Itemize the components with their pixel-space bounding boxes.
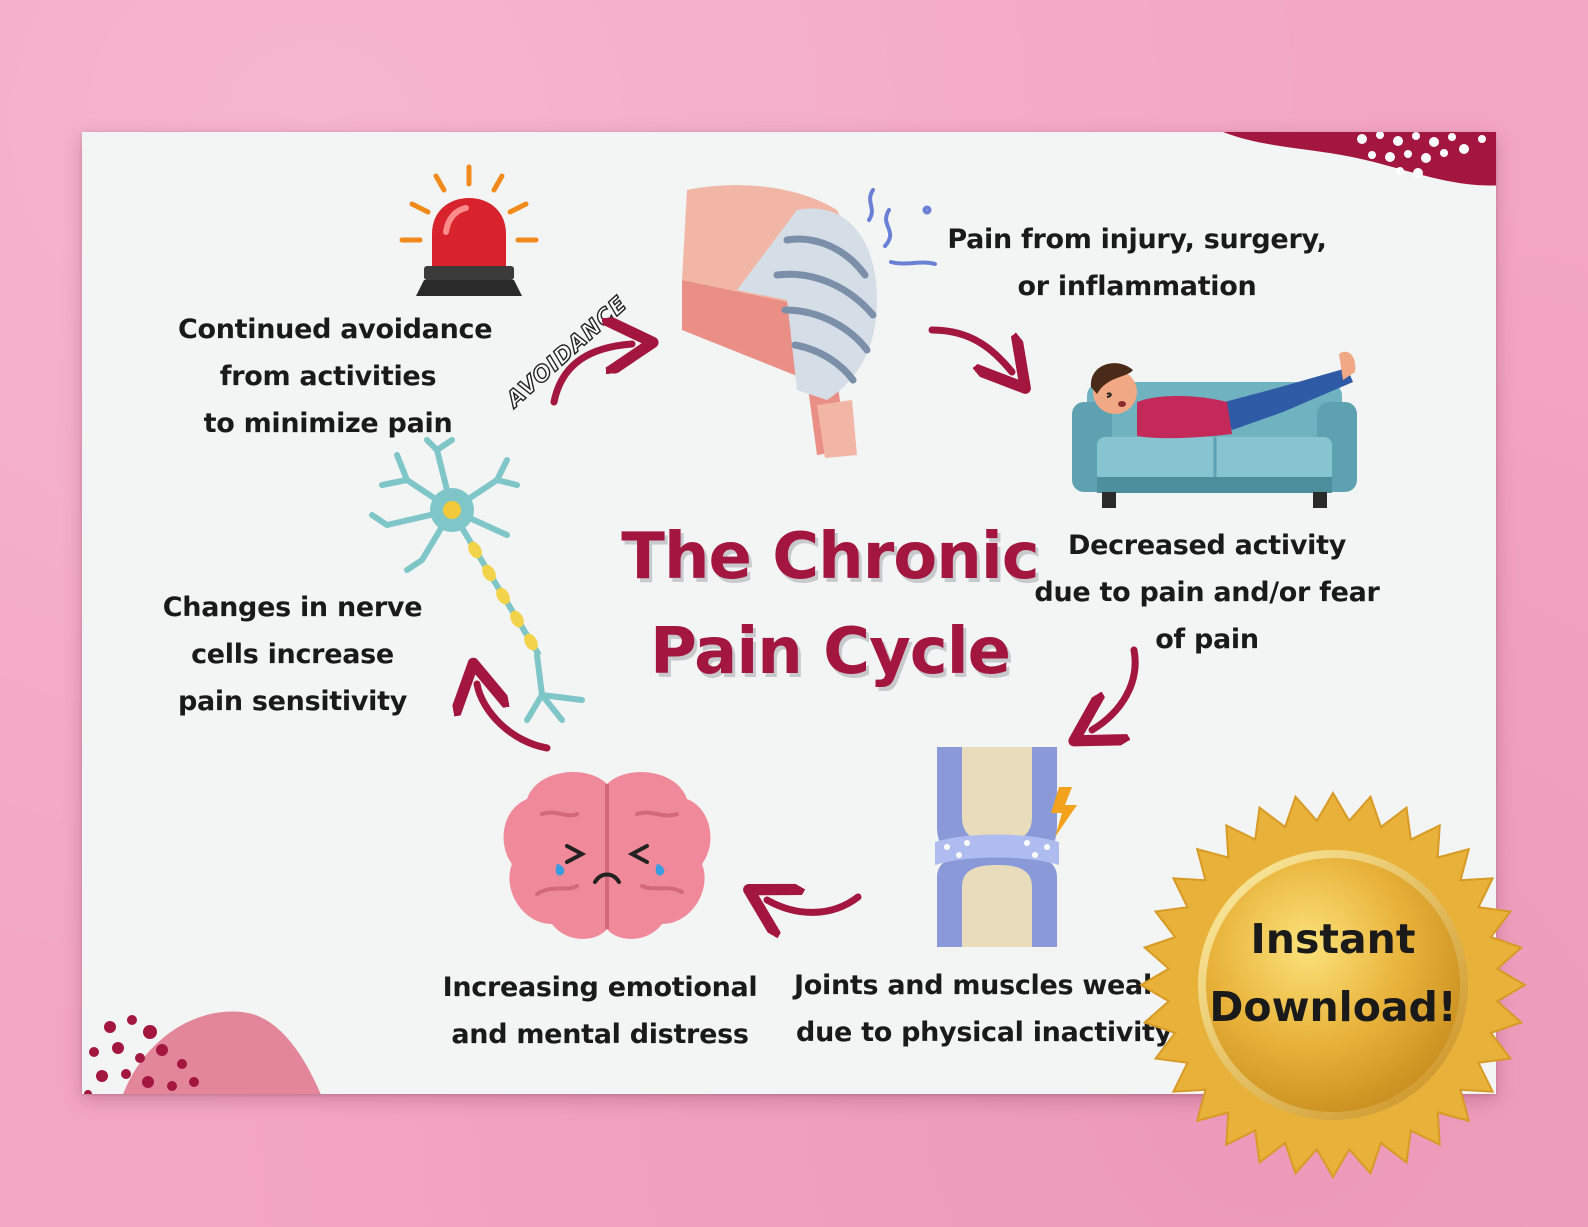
text-line: Changes in nerve <box>162 592 423 623</box>
badge-text: Instant Download! <box>1138 905 1528 1041</box>
corner-blob-decoration <box>84 1011 321 1094</box>
text-line: cells increase <box>191 639 394 670</box>
crying-brain-icon <box>503 772 711 939</box>
arrow-brain-to-neuron <box>477 684 551 752</box>
step-nerve-changes-text: Changes in nerve cells increase pain sen… <box>160 584 425 725</box>
text-line: from activities <box>219 361 437 392</box>
text-line: of pain <box>1155 624 1259 655</box>
text-line: due to pain and/or fear <box>1034 577 1380 608</box>
title-line-2: Pain Cycle <box>649 615 1011 689</box>
text-line: pain sensitivity <box>177 686 408 717</box>
bandaged-knee-icon <box>682 185 937 458</box>
text-line: due to physical inactivity <box>796 1017 1172 1048</box>
alarm-siren-icon <box>399 164 539 296</box>
text-line: Decreased activity <box>1067 530 1347 561</box>
text-line: and mental distress <box>451 1019 749 1050</box>
diagram-title: The Chronic Pain Cycle <box>615 510 1045 700</box>
step-injury-text: Pain from injury, surgery, or inflammati… <box>937 216 1337 310</box>
corner-blob-decoration <box>1223 132 1496 186</box>
arrow-injury-to-couch <box>928 326 1012 372</box>
arrow-avoidance-to-injury <box>550 344 632 406</box>
arrow-couch-to-joint <box>1092 646 1139 730</box>
text-line: or inflammation <box>1017 271 1257 302</box>
step-avoidance-text: Continued avoidance from activities to m… <box>178 306 493 447</box>
instant-download-badge <box>1139 791 1527 1179</box>
step-decreased-activity-text: Decreased activity due to pain and/or fe… <box>1027 522 1387 663</box>
man-on-couch-icon <box>1072 351 1357 508</box>
title-line-1: The Chronic <box>621 520 1039 594</box>
infographic-card: The Chronic Pain Cycle Pain from injury,… <box>82 132 1496 1094</box>
arrow-joint-to-brain <box>767 897 862 912</box>
text-line: to minimize pain <box>203 408 453 439</box>
neuron-icon <box>369 437 585 723</box>
text-line: Increasing emotional <box>442 972 758 1003</box>
step-weakening-text: Joints and muscles weaken due to physica… <box>794 962 1197 1056</box>
text-line: Pain from injury, surgery, <box>947 224 1327 255</box>
text-line: Continued avoidance <box>178 314 493 345</box>
step-distress-text: Increasing emotional and mental distress <box>440 964 760 1058</box>
text-line: Joints and muscles weaken <box>794 970 1197 1001</box>
knee-joint-icon <box>935 747 1077 947</box>
badge-line-1: Instant <box>1250 915 1416 963</box>
badge-line-2: Download! <box>1209 983 1457 1031</box>
cycle-arrows <box>82 132 1139 1094</box>
